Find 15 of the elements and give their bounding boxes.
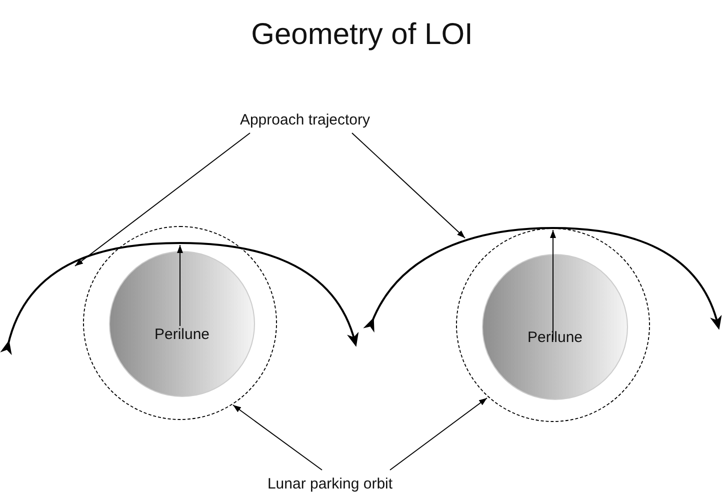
callout-label: Lunar parking orbit (267, 476, 393, 492)
trajectory-curve (0, 242, 358, 356)
parking-orbit-circle (456, 228, 650, 422)
leader-line (74, 132, 250, 266)
perilune-arrow (550, 230, 556, 340)
diagram-title: Geometry of LOI (250, 18, 474, 52)
leader-line (390, 398, 488, 470)
perilune-label: Perilune (527, 329, 583, 346)
parking-orbit-circle (83, 226, 277, 420)
perilune-label: Perilune (154, 326, 210, 343)
trajectory-curve (362, 227, 722, 333)
callout-label: Approach trajectory (240, 112, 370, 128)
leader-line (352, 132, 466, 238)
leader-line (232, 404, 322, 470)
perilune-arrow (177, 244, 183, 326)
